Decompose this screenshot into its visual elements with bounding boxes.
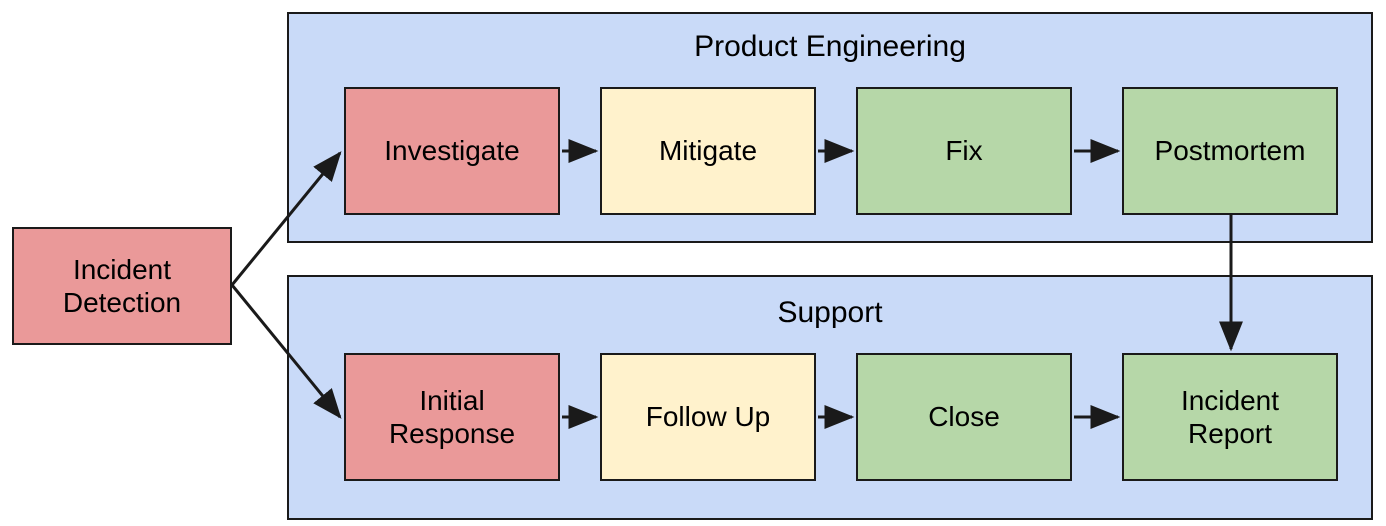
node-fix[interactable]: Fix (856, 87, 1072, 215)
node-follow-up[interactable]: Follow Up (600, 353, 816, 481)
node-postmortem[interactable]: Postmortem (1122, 87, 1338, 215)
swimlane-title-support: Support (777, 296, 883, 329)
node-mitigate[interactable]: Mitigate (600, 87, 816, 215)
swimlane-title-product-engineering: Product Engineering (694, 30, 966, 63)
node-incident-detection[interactable]: Incident Detection (12, 227, 232, 345)
node-initial-response[interactable]: Initial Response (344, 353, 560, 481)
node-incident-report[interactable]: Incident Report (1122, 353, 1338, 481)
node-investigate[interactable]: Investigate (344, 87, 560, 215)
node-close[interactable]: Close (856, 353, 1072, 481)
